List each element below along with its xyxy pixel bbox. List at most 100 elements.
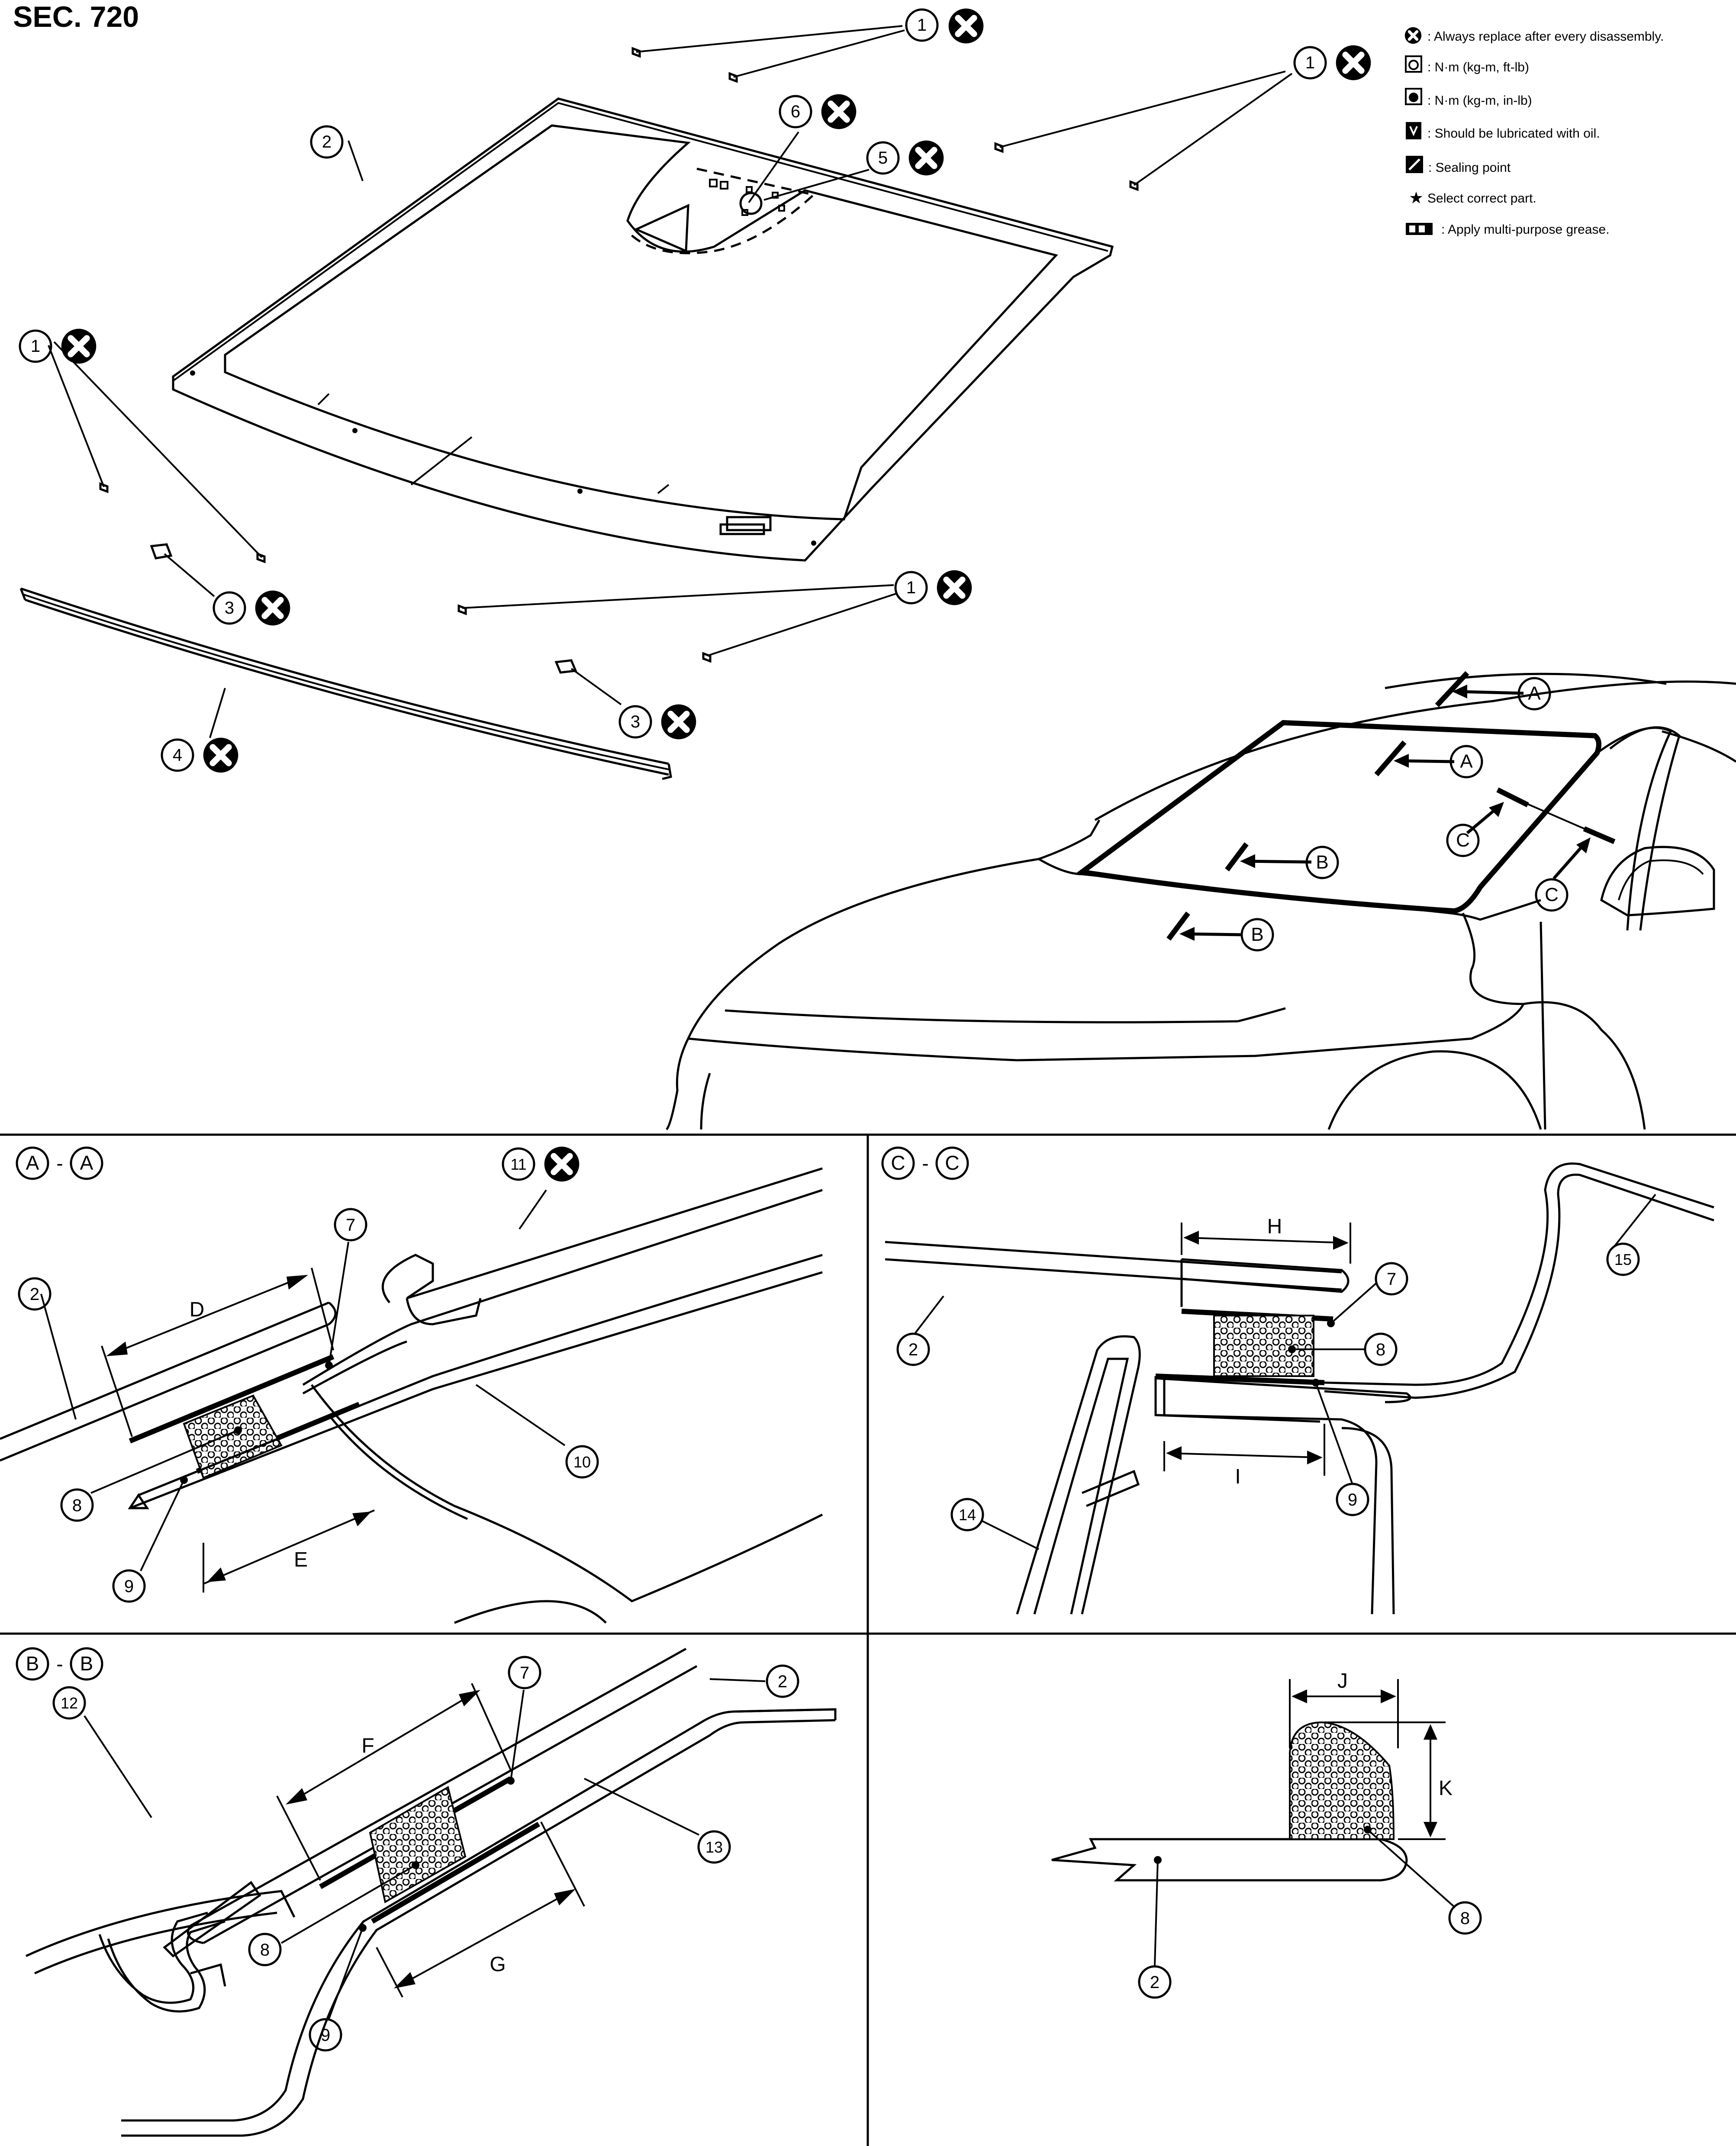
- part-label-6: 6: [779, 94, 857, 129]
- part-label-1-right: 1: [1293, 45, 1371, 80]
- part-label-8-detail: 8: [1448, 1901, 1482, 1935]
- legend-item-grease: : Apply multi-purpose grease.: [1406, 222, 1610, 237]
- replace-icon: [203, 738, 238, 773]
- svg-text:A: A: [1460, 751, 1473, 772]
- part-label-8-BB: 8: [248, 1933, 282, 1966]
- section-A-A-title: A - A: [16, 1146, 103, 1180]
- svg-text:6: 6: [791, 102, 800, 121]
- svg-text:9: 9: [124, 1577, 134, 1596]
- legend-item-torque-inlb: : N·m (kg-m, in-lb): [1405, 88, 1532, 108]
- part-label-12: 12: [52, 1686, 86, 1720]
- svg-text:1: 1: [906, 578, 916, 597]
- bead-detail: J K 2 8: [1051, 1670, 1482, 1999]
- dim-H: H: [1267, 1215, 1282, 1238]
- dim-E: E: [294, 1548, 308, 1571]
- replace-icon: [544, 1147, 580, 1182]
- svg-text:: Always replace after every d: : Always replace after every disassembly…: [1427, 29, 1664, 44]
- part-label-8-AA: 8: [60, 1488, 94, 1522]
- section-mark-A: A A: [1374, 671, 1551, 779]
- dim-K: K: [1439, 1777, 1453, 1800]
- svg-text:C: C: [1545, 884, 1559, 905]
- replace-icon: [1336, 45, 1371, 80]
- grease-icon: [1406, 223, 1433, 235]
- svg-text:: Sealing point: : Sealing point: [1428, 161, 1511, 175]
- torque-inlb-icon: [1405, 88, 1422, 105]
- part-label-7-CC: 7: [1375, 1262, 1408, 1296]
- svg-text:2: 2: [1150, 1973, 1159, 1992]
- svg-text:B: B: [26, 1652, 39, 1675]
- svg-text:13: 13: [705, 1838, 723, 1856]
- svg-text:8: 8: [1376, 1340, 1385, 1359]
- svg-text:A: A: [26, 1152, 39, 1174]
- legend: : Always replace after every disassembly…: [1405, 27, 1664, 237]
- svg-text:2: 2: [30, 1285, 39, 1304]
- svg-text:C: C: [945, 1152, 959, 1174]
- part-label-13: 13: [697, 1830, 731, 1864]
- svg-text:2: 2: [778, 1672, 787, 1691]
- windshield-exploded-view: [19, 47, 1139, 780]
- replace-icon: [661, 705, 696, 740]
- section-B-B: B - B F G: [16, 1647, 837, 2137]
- part-label-5: 5: [866, 141, 944, 176]
- svg-text:3: 3: [225, 598, 234, 618]
- svg-text:: Apply multi-purpose grease.: : Apply multi-purpose grease.: [1441, 222, 1610, 237]
- replace-icon: [821, 94, 857, 129]
- svg-text:10: 10: [573, 1453, 591, 1471]
- dim-G: G: [490, 1953, 506, 1976]
- svg-text:11: 11: [510, 1155, 526, 1173]
- svg-text:: N·m (kg-m, ft-lb): : N·m (kg-m, ft-lb): [1427, 60, 1529, 74]
- legend-item-sealing: : Sealing point: [1406, 156, 1511, 175]
- part-label-1-left: 1: [19, 329, 97, 364]
- svg-text:2: 2: [322, 132, 332, 151]
- part-label-8-CC: 8: [1364, 1332, 1398, 1366]
- svg-text:7: 7: [520, 1663, 529, 1683]
- svg-text:8: 8: [72, 1496, 82, 1515]
- panel-frames: [0, 1133, 1736, 2146]
- part-label-7-AA: 7: [334, 1208, 367, 1242]
- section-C-C: C - C H: [881, 1146, 1714, 1615]
- side-mirror: [1600, 846, 1715, 917]
- part-label-2-AA: 2: [18, 1277, 52, 1311]
- part-label-3-right: 3: [618, 705, 696, 740]
- svg-text:15: 15: [1614, 1251, 1632, 1268]
- svg-text:9: 9: [321, 2026, 330, 2045]
- star-icon: ★: [1409, 189, 1424, 207]
- part-label-14: 14: [950, 1498, 984, 1531]
- section-mark-B: B B: [1166, 842, 1339, 952]
- sealing-point-icon: [1406, 156, 1423, 173]
- clip: [99, 47, 1139, 663]
- legend-item-select: ★ Select correct part.: [1409, 189, 1536, 207]
- part-label-1-top: 1: [905, 9, 983, 44]
- svg-text:: N·m (kg-m, in-lb): : N·m (kg-m, in-lb): [1427, 93, 1532, 108]
- replace-icon: [909, 141, 944, 176]
- torque-ftlb-icon: [1405, 55, 1422, 73]
- svg-text:Select correct part.: Select correct part.: [1427, 191, 1536, 206]
- svg-text:-: -: [56, 1653, 63, 1675]
- part-label-2-CC: 2: [896, 1332, 930, 1366]
- oil-can-icon: [1406, 122, 1421, 139]
- section-B-B-title: B - B: [16, 1647, 103, 1681]
- svg-text:B: B: [80, 1652, 93, 1675]
- svg-text:9: 9: [1348, 1490, 1357, 1509]
- legend-item-replace: : Always replace after every disassembly…: [1405, 27, 1664, 44]
- part-label-11: 11: [502, 1147, 580, 1182]
- part-label-1-bottom: 1: [894, 570, 972, 605]
- replace-icon: [61, 329, 97, 364]
- legend-item-oil: : Should be lubricated with oil.: [1406, 122, 1600, 141]
- part-label-9-AA: 9: [112, 1569, 146, 1603]
- part-label-2-BB: 2: [766, 1664, 799, 1698]
- svg-text:A: A: [1528, 683, 1541, 704]
- svg-text:B: B: [1251, 924, 1263, 945]
- vehicle-view: A A B B C C: [666, 671, 1736, 1130]
- svg-text:2: 2: [908, 1340, 918, 1359]
- part-label-7-BB: 7: [508, 1656, 541, 1689]
- svg-text:-: -: [922, 1152, 928, 1174]
- dim-J: J: [1337, 1670, 1348, 1692]
- part-label-2-detail: 2: [1138, 1965, 1172, 1999]
- part-label-9-CC: 9: [1336, 1483, 1369, 1516]
- section-C-C-title: C - C: [881, 1146, 969, 1180]
- svg-text:7: 7: [1387, 1270, 1396, 1289]
- leader-lines: [48, 25, 1293, 738]
- svg-text:1: 1: [31, 337, 40, 356]
- svg-text:-: -: [56, 1152, 63, 1174]
